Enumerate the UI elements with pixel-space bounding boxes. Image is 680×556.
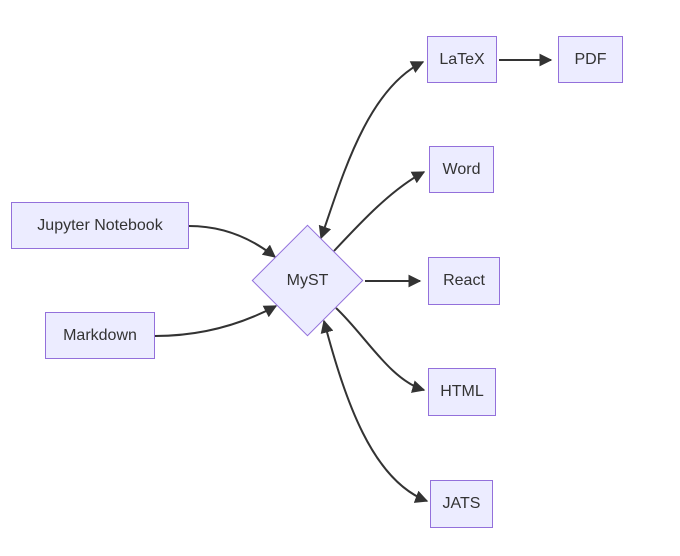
node-pdf-label: PDF (574, 50, 607, 68)
edge-myst-latex-bidirectional (318, 61, 425, 240)
node-markdown-label: Markdown (63, 326, 137, 344)
node-react-label: React (443, 272, 485, 289)
node-latex-label: LaTeX (439, 50, 485, 68)
node-react: React (428, 257, 500, 305)
node-word: Word (429, 146, 494, 193)
node-pdf: PDF (558, 36, 623, 83)
edge-myst-jats-bidirectional (320, 319, 429, 503)
node-jupyter-notebook: Jupyter Notebook (11, 202, 189, 249)
edge-myst-to-html (335, 307, 426, 393)
node-myst-label: MyST (286, 271, 329, 289)
node-jats-label: JATS (442, 495, 481, 512)
node-html: HTML (428, 368, 496, 416)
node-markdown: Markdown (45, 312, 155, 359)
node-latex: LaTeX (427, 36, 497, 83)
node-word-label: Word (442, 160, 481, 178)
edge-markdown-to-myst (154, 305, 278, 337)
edge-myst-to-word (333, 171, 426, 252)
node-html-label: HTML (440, 383, 484, 400)
node-jats: JATS (430, 480, 493, 528)
node-jupyter-notebook-label: Jupyter Notebook (37, 216, 163, 234)
node-myst-label-wrap: MyST (268, 241, 347, 320)
edge-jupyter-to-myst (188, 225, 277, 258)
